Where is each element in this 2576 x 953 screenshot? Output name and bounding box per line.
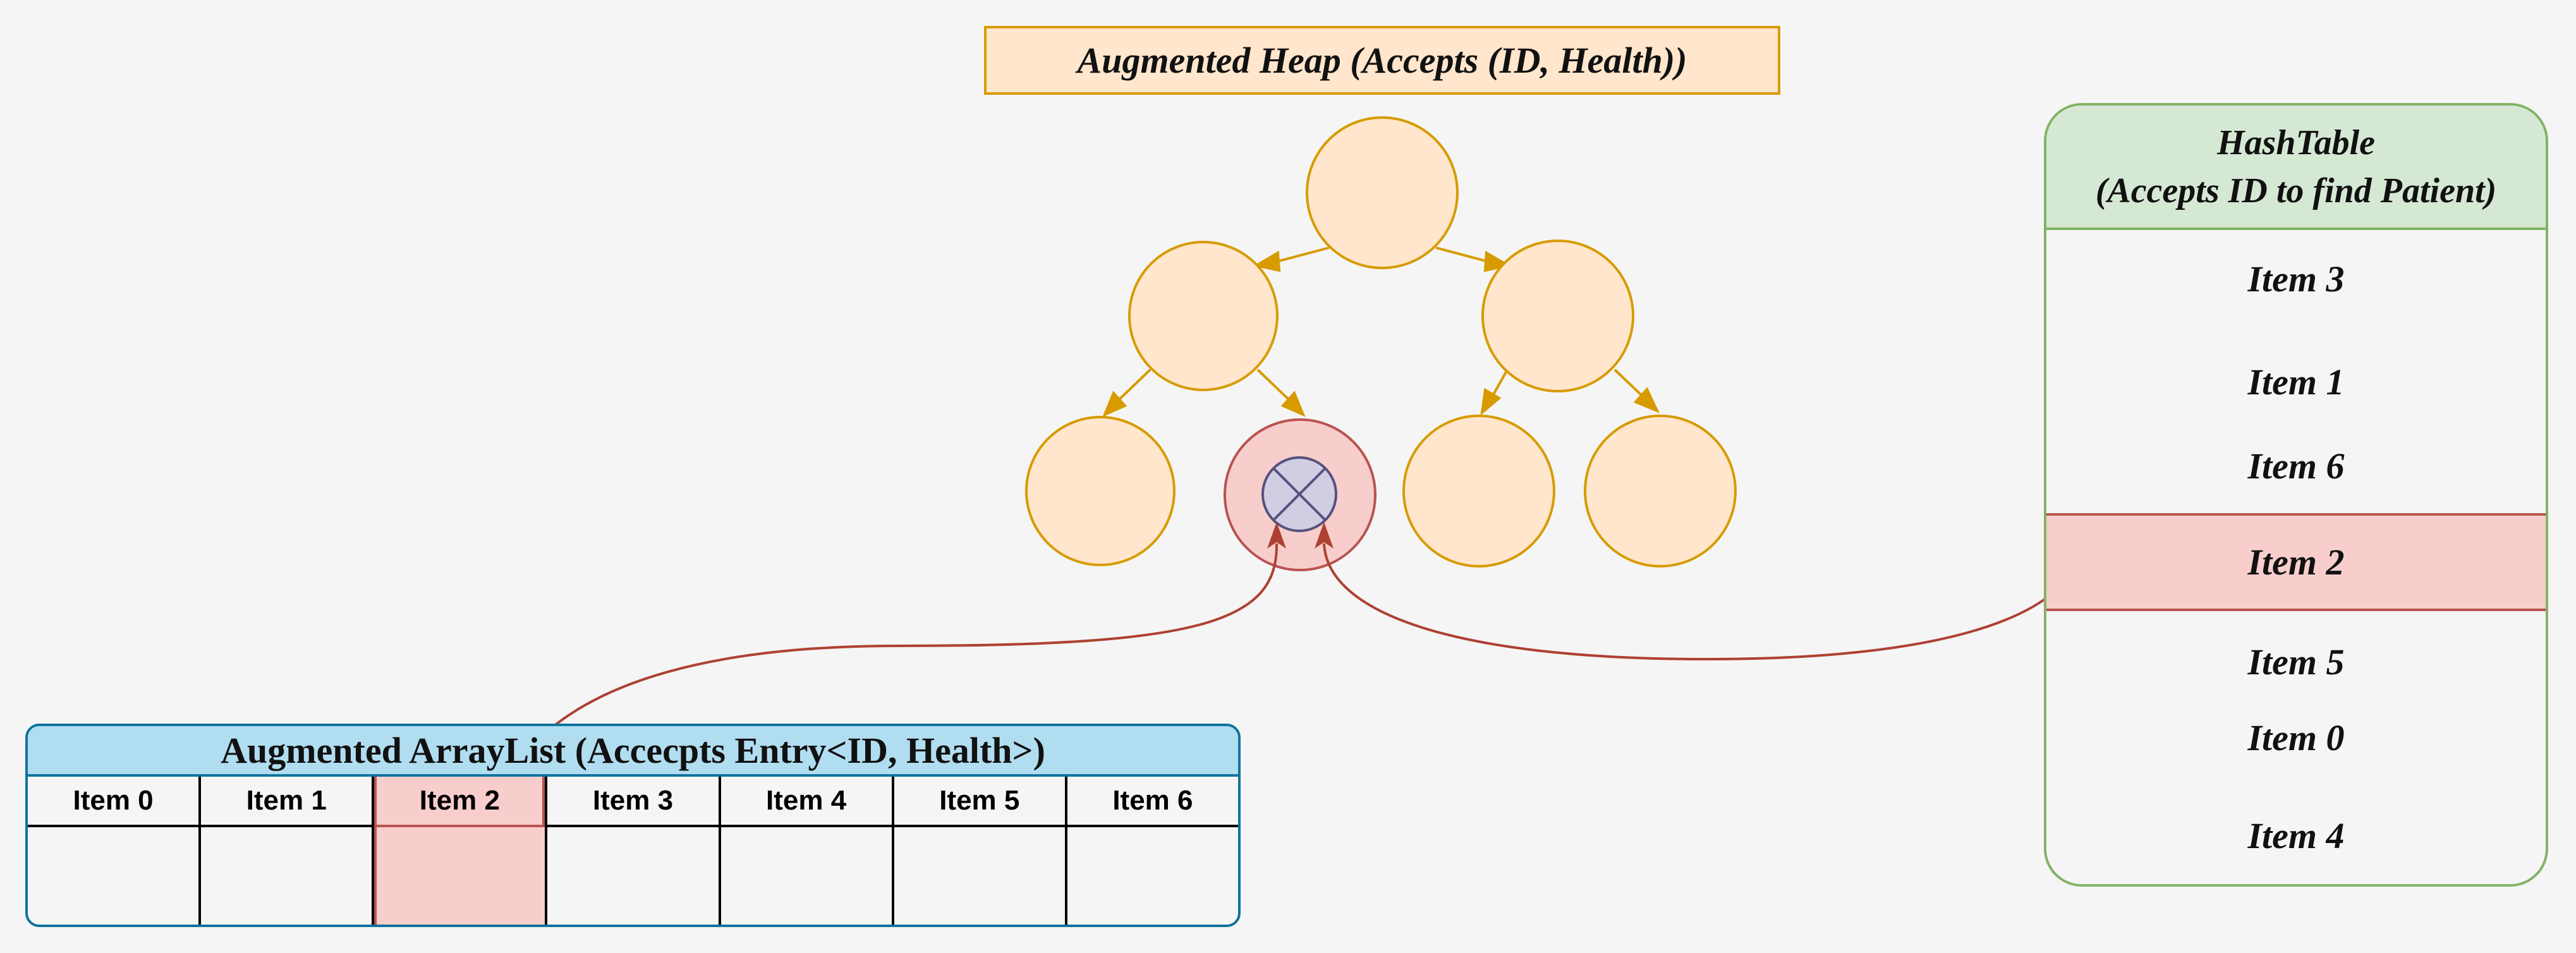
arraylist-slot-highlighted: Item 2 [374,777,548,925]
hashtable-item: Item 1 [2247,361,2345,403]
arraylist-slot: Item 1 [201,777,375,925]
arraylist-slot-cell [201,827,372,925]
hashtable-subtitle: (Accepts ID to find Patient) [2095,171,2497,210]
arraylist-slot-label: Item 3 [547,777,719,827]
arraylist-slot-cell [1067,827,1238,925]
hashtable-item: Item 5 [2247,641,2345,683]
hashtable-title: HashTable [2217,123,2375,162]
hashtable-container: HashTable (Accepts ID to find Patient) I… [2044,103,2548,887]
arraylist-slot-cell [374,827,545,925]
arraylist-slot: Item 6 [1067,777,1238,925]
arraylist-slot-label: Item 1 [201,777,372,827]
arraylist-slot-label: Item 6 [1067,777,1238,827]
arrowhead [1315,522,1334,549]
arraylist-grid: Item 0 Item 1 Item 2 Item 3 Item 4 Item … [28,777,1238,925]
heap-node-right-left [1402,415,1555,568]
heap-nodes [1025,116,1737,568]
heap-title: Augmented Heap (Accepts (ID, Health)) [984,26,1780,95]
arraylist-slot: Item 4 [720,777,894,925]
heap-node-left-left [1025,416,1176,566]
arraylist-slot: Item 0 [28,777,202,925]
hashtable-item: Item 4 [2247,815,2345,856]
arraylist-container: Augmented ArrayList (Accecpts Entry<ID, … [25,724,1241,927]
arraylist-slot-cell [894,827,1065,925]
arraylist-slot-cell [28,827,198,925]
hashtable-item: Item 3 [2247,258,2345,300]
hashtable-to-heap-pointer [1323,529,2087,661]
arraylist-slot: Item 5 [894,777,1067,925]
hashtable-item: Item 0 [2247,717,2345,758]
heap-node-root [1306,116,1459,269]
hashtable-item-highlighted: Item 2 [2046,513,2546,611]
arraylist-slot: Item 3 [547,777,721,925]
heap-node-right [1481,240,1634,392]
arraylist-slot-cell [547,827,718,925]
arraylist-slot-label: Item 0 [28,777,199,827]
arraylist-slot-cell [721,827,892,925]
heap-node-left [1128,241,1279,391]
arraylist-title: Augmented ArrayList (Accecpts Entry<ID, … [28,726,1238,777]
x-circle-icon [1261,456,1337,532]
heap-node-right-right [1584,415,1737,568]
arraylist-slot-label: Item 5 [894,777,1065,827]
arraylist-slot-label: Item 4 [720,777,892,827]
hashtable-item: Item 6 [2247,445,2345,487]
arraylist-slot-label: Item 2 [374,777,545,827]
hashtable-header: HashTable (Accepts ID to find Patient) [2046,106,2546,230]
arrowhead [1267,522,1286,549]
